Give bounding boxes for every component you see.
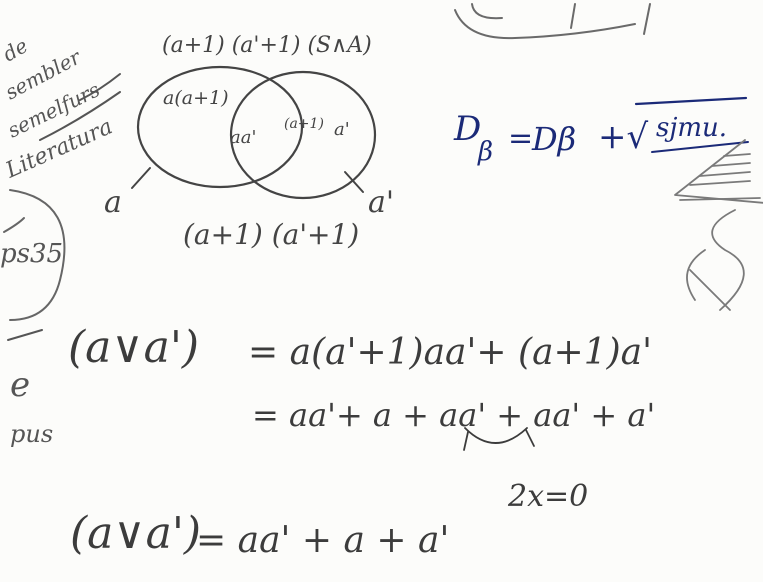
left-margin-scribble: de sembler semelfurs Literatura	[0, 33, 116, 184]
venn-right-pointer	[344, 171, 364, 193]
blue-word: sjmu.	[656, 113, 727, 143]
eq2-brace	[464, 427, 528, 444]
blue-lhs-subscript: β	[477, 137, 493, 167]
eq3-lhs: (a∨a')	[70, 508, 201, 559]
venn-center-region-label: aa'	[230, 127, 256, 148]
venn-left-circle	[136, 65, 304, 189]
blue-equals: =	[508, 121, 533, 156]
venn-right-region-label-a: (a+1)	[284, 116, 324, 132]
margin-letters-pus: pus	[10, 420, 53, 448]
blue-rhs: Dβ	[531, 120, 576, 158]
right-edge-sketch	[674, 139, 763, 311]
margin-underlines	[39, 73, 121, 141]
eq2: = aa'+ a + aa' + aa' + a'	[252, 396, 655, 434]
left-circled-number: ps35	[0, 189, 66, 321]
eq1-lhs: (a∨a')	[68, 322, 199, 373]
venn-right-circle	[229, 70, 377, 200]
eq3-rhs: = aa' + a + a'	[196, 520, 449, 561]
venn-right-region-label-b: a'	[334, 119, 350, 140]
blue-equation: D β = Dβ +√ sjmu.	[453, 96, 749, 167]
margin-letter-e: e	[10, 365, 30, 405]
blue-plus-root: +√	[598, 117, 648, 157]
blue-lhs: D	[453, 109, 481, 149]
venn-left-pointer	[131, 167, 151, 189]
venn-left-region-label: a(a+1)	[163, 87, 229, 109]
equation-block: (a∨a') = a(a'+1)aa'+ (a+1)a' = aa'+ a + …	[68, 322, 655, 561]
venn-diagram: (a+1) (a'+1) (S∧A) a(a+1) aa' (a+1) a' a…	[104, 33, 394, 251]
word-underline	[651, 141, 749, 153]
venn-left-set-label: a	[104, 185, 122, 220]
eq2-tick-right	[525, 429, 535, 447]
left-number-text: ps35	[0, 239, 63, 269]
margin-dash	[7, 329, 43, 341]
root-bar	[634, 96, 748, 106]
eq1-rhs: = a(a'+1)aa'+ (a+1)a'	[248, 332, 652, 373]
eq2-tick-left	[463, 431, 469, 451]
top-right-scribble	[454, 3, 651, 40]
venn-bottom-label: (a+1) (a'+1)	[183, 218, 359, 251]
venn-right-set-label: a'	[368, 185, 394, 220]
side-note: 2x=0	[507, 479, 588, 514]
margin-word-1: de	[0, 33, 32, 66]
venn-top-label: (a+1) (a'+1) (S∧A)	[162, 33, 372, 58]
